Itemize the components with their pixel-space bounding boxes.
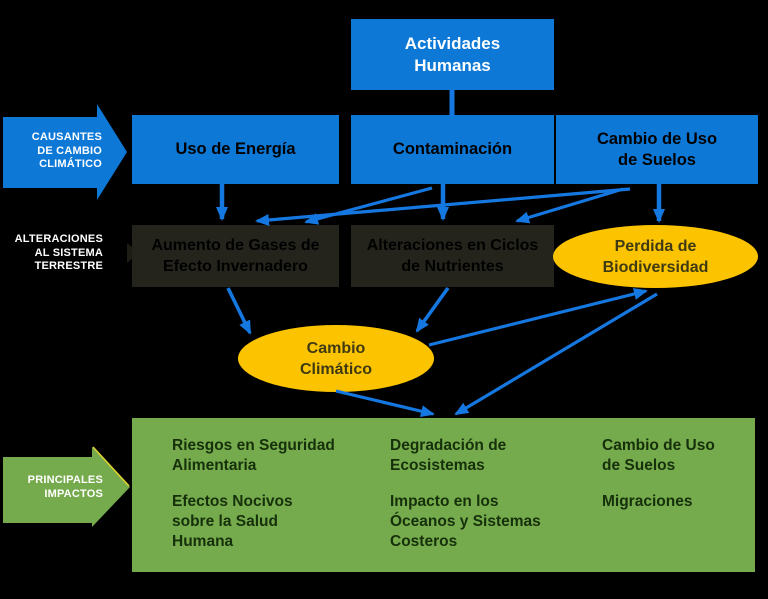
impact-item-migraciones: Migraciones — [602, 493, 693, 510]
arrow-aumento-gases-to-cambio-climatico — [226, 287, 252, 335]
node-contaminacion: Contaminación — [351, 115, 554, 184]
impact-item-oceanos-costeros: Impacto en los Óceanos y Sistemas Coster… — [390, 493, 541, 550]
causantes-arrow-body — [3, 117, 97, 188]
arrow-cambio-uso-to-aumento-gases — [255, 187, 631, 226]
node-uso-de-energia: Uso de Energía — [132, 115, 339, 184]
node-alteraciones-ciclos: Alteraciones en Ciclos de Nutrientes — [351, 225, 554, 287]
principales-label: PRINCIPALES IMPACTOS — [27, 474, 103, 500]
arrow-cambio-climatico-to-impacts — [335, 389, 435, 418]
arrow-cambio-climatico-to-perdida — [428, 288, 648, 347]
node-cambio-de-uso-de-suelos: Cambio de Uso de Suelos — [556, 115, 758, 184]
arrow-cambio-uso-to-ciclos — [515, 187, 624, 224]
node-aumento-de-gases: Aumento de Gases de Efecto Invernadero — [132, 225, 339, 287]
arrow-contaminacion-to-aumento-gases — [304, 186, 433, 225]
impact-item-salud-humana: Efectos Nocivos sobre la Salud Humana — [172, 493, 293, 550]
arrow-perdida-to-impacts — [454, 292, 658, 416]
alteraciones-label: ALTERACIONES AL SISTEMA TERRESTRE — [14, 233, 103, 272]
arrow-ciclos-to-cambio-climatico — [415, 286, 450, 333]
impact-item-degradacion-ecosistemas: Degradación de Ecosistemas — [390, 437, 507, 474]
impact-item-seguridad-alimentaria: Riesgos en Seguridad Alimentaria — [172, 437, 335, 474]
impacts-panel — [132, 418, 755, 572]
causantes-label: CAUSANTES DE CAMBIO CLIMÁTICO — [31, 131, 102, 170]
node-actividades-humanas: Actividades Humanas — [351, 19, 554, 90]
causantes-arrow-head-icon — [97, 104, 127, 200]
impact-item-cambio-uso-suelos: Cambio de Uso de Suelos — [602, 437, 715, 474]
node-cambio-climatico: Cambio Climático — [238, 325, 434, 392]
principales-arrow-body — [3, 457, 92, 523]
node-perdida-biodiversidad: Perdida de Biodiversidad — [553, 225, 758, 288]
